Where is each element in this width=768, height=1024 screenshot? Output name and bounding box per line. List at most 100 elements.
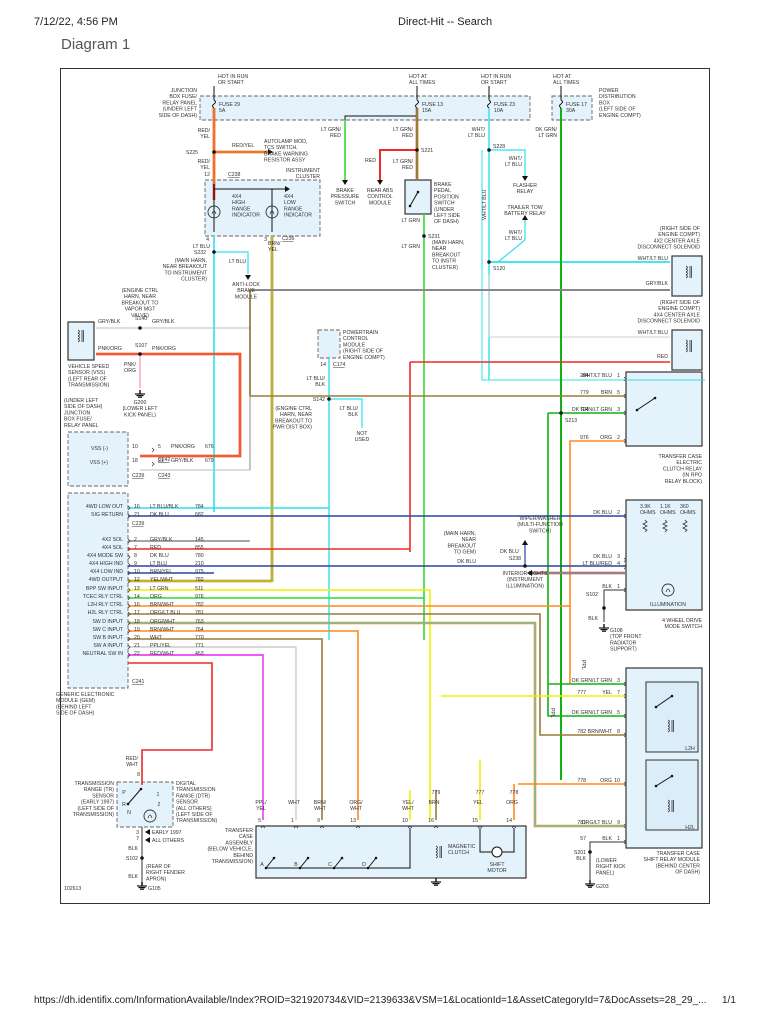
pin-icon [623, 713, 627, 719]
s142-note: HARN, NEAR [280, 412, 312, 418]
flasher-relay-label: RELAY [517, 189, 534, 195]
bpp-switch-label: PEDAL [434, 188, 451, 194]
power-distribution-box [551, 95, 593, 121]
high-range-indicator-label: RANGE [232, 206, 251, 212]
autolamp-label: AUTOLAMP MOD, [264, 139, 307, 145]
splice-label: S102 [126, 856, 138, 862]
junction-box-label: (UNDER LEFT [163, 107, 198, 113]
wire-label: YEL/ [402, 800, 414, 806]
pin-label: 3 [617, 678, 620, 684]
junction-box-label: JUNCTION [171, 88, 197, 94]
pin-label: 3 [264, 237, 267, 243]
pin-icon [260, 825, 266, 829]
pin-icon [623, 393, 627, 399]
wire-blk-g108 [603, 589, 626, 622]
pin-label: 21 [134, 512, 140, 518]
shift-motor-icon [491, 846, 503, 858]
pin-icon [127, 578, 131, 584]
pin-label: 16 [134, 504, 140, 510]
shift-relay-label: (BEHIND CENTER [656, 863, 700, 869]
bpp-switch-label: OF DASH) [434, 219, 459, 225]
wire-label: RED [402, 133, 413, 139]
wire-label: DK GRN/LT GRN [572, 678, 612, 684]
vss-label: VEHICLE SPEED [68, 364, 109, 370]
wire-label: BRN/WHT [150, 627, 175, 633]
wire-label: DK BLU [593, 554, 612, 560]
connector-c238: C238 [228, 172, 241, 178]
g108-label: RADIATOR [610, 640, 637, 646]
solenoid-coil-icon [685, 348, 688, 353]
tc-switch-bus [266, 828, 411, 869]
wire-label: PPL/ [255, 800, 267, 806]
connector-c239: C239 [132, 473, 145, 479]
wire-label: PPL/YEL [150, 643, 171, 649]
circuit-label: 777 [577, 690, 586, 696]
abs-module-label: BRAKE [237, 288, 255, 294]
wire-label: RED/YEL [232, 143, 254, 149]
wire-label: WHT [314, 806, 327, 812]
pin-icon [355, 825, 361, 829]
pin-icon [127, 611, 131, 617]
pin-icon [293, 825, 299, 829]
splice-label: S238 [509, 556, 521, 562]
s140-note: HARN, NEAR [124, 294, 156, 300]
junction-box-label: BOX FUSE/ [169, 94, 197, 100]
wire-org-wht-763 [128, 630, 359, 820]
s231-note: CLUSTER) [432, 265, 458, 271]
vss-coil-icon [77, 335, 80, 340]
circuit-label: 779 [580, 390, 589, 396]
pin-icon [623, 587, 627, 593]
abs-module-label: MODULE [235, 294, 258, 300]
tc-switch-label: B [294, 862, 298, 868]
s238-note: BREAKOUT [447, 543, 476, 549]
resistor-label: OHMS [660, 510, 676, 516]
pin-label: 5 [617, 390, 620, 396]
mode-switch-label: MODE SWITCH [665, 624, 703, 630]
pin-label: 5 [158, 444, 161, 450]
circuit-label: 764 [195, 627, 204, 633]
circuit-label: 778 [577, 778, 586, 784]
pin-label: 10 [134, 569, 140, 575]
wire-label: LT GRN/ [321, 127, 342, 133]
gem-pin-label: SW C INPUT [92, 627, 123, 633]
wire-label: WHT [126, 762, 139, 768]
wire-label: LT BLU [150, 561, 167, 567]
power-distribution-box-label: POWER [599, 88, 619, 94]
pin-icon [127, 603, 131, 609]
wire-label: WHT/ [509, 230, 523, 236]
splice-s102 [140, 856, 144, 860]
wire-label: BLK [128, 846, 138, 852]
vss-pin-label: VSS (+) [90, 460, 109, 466]
circuit-label: 771 [195, 643, 204, 649]
arrow-icon [522, 540, 528, 545]
4x2-solenoid-label: ENGINE COMPT) [658, 232, 700, 238]
arrow-icon [527, 570, 532, 576]
low-range-indicator-label: RANGE [284, 206, 303, 212]
wire-label: WHT [350, 806, 363, 812]
shift-motor-label: SHIFT [490, 862, 506, 868]
circuit-label: 145 [195, 537, 204, 543]
magnetic-clutch-icon [435, 845, 438, 850]
wire-label: LT BLU/ [306, 376, 325, 382]
g203-label: (LOWER [596, 858, 617, 864]
g105-label: (REAR OF [146, 864, 171, 870]
pin-label: 18 [134, 619, 140, 625]
pcm-label: MODULE [343, 342, 366, 348]
wire-label: PNK/ [124, 362, 137, 368]
h2l-coil-icon [667, 805, 670, 810]
wire-label: LT GRN [538, 133, 557, 139]
pin-label: 14 [320, 362, 326, 368]
s238-note: NEAR [462, 537, 477, 543]
s231-note: NEAR [432, 246, 447, 252]
low-range-indicator-label: INDICATOR [284, 213, 312, 219]
vss-junction-box [67, 431, 129, 487]
wire-label-vertical: PPL [580, 660, 586, 670]
dtr-sensor-label: (LEFT SIDE OF [176, 812, 213, 818]
junction-box-label: RELAY PANEL [162, 100, 197, 106]
gem-pin-label: SW B INPUT [93, 635, 124, 641]
jb-left-label: RELAY PANEL [64, 423, 99, 429]
pin-label: 2 [134, 537, 137, 543]
h2l-contact [654, 784, 658, 788]
pin-label: 20 [134, 635, 140, 641]
